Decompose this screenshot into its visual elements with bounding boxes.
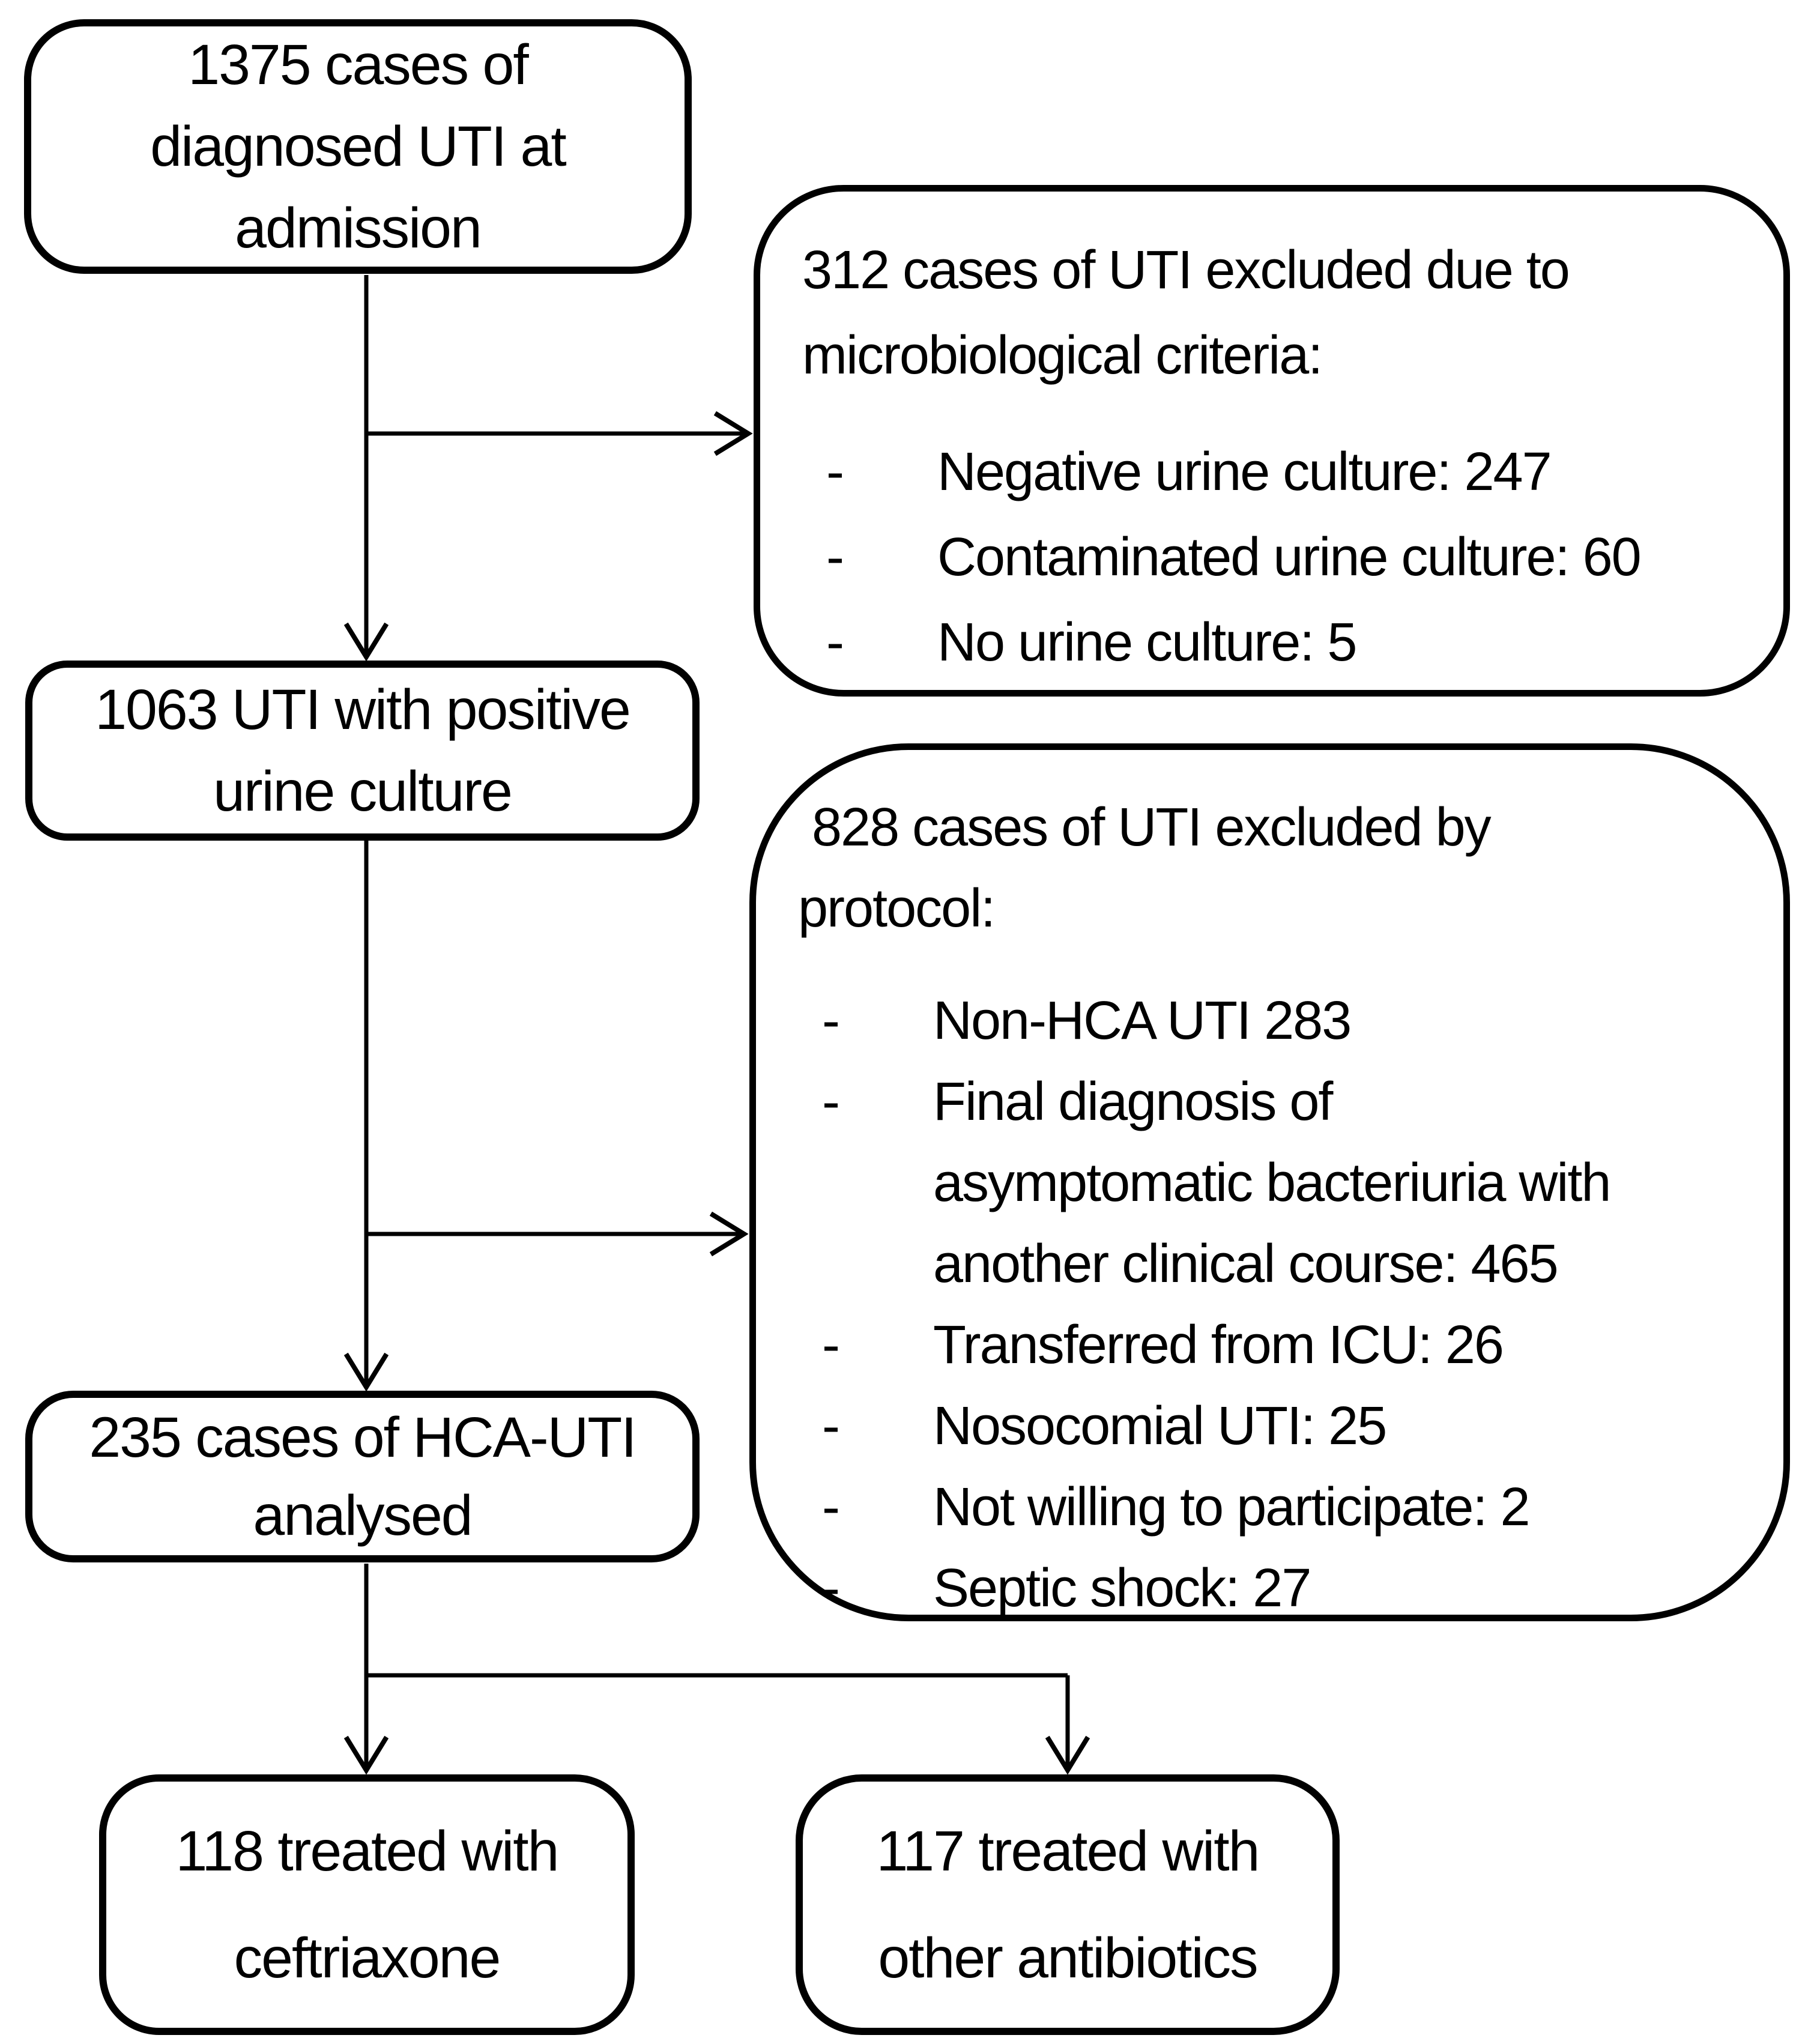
bullet-item: - Negative urine culture: 247 — [802, 429, 1759, 515]
bullet-dash: - — [822, 1072, 840, 1132]
bullet-dash: - — [826, 527, 844, 587]
bullet-item: - Nosocomial UTI: 25 — [798, 1386, 1759, 1467]
box-diagnosed-uti-admission: 1375 cases of diagnosed UTI at admission — [24, 19, 692, 274]
bullet-dash: - — [822, 1396, 840, 1456]
box-text-line: analysed — [253, 1484, 473, 1547]
bullet-text: No urine culture: 5 — [937, 612, 1357, 673]
bullet-dash: - — [822, 1315, 840, 1375]
bullet-text: Non-HCA UTI 283 — [933, 991, 1352, 1051]
bullet-item: - Contaminated urine culture: 60 — [802, 515, 1759, 600]
box-text-line: urine culture — [213, 760, 513, 823]
bullet-list: - Non-HCA UTI 283 - Final diagnosis of a… — [798, 981, 1759, 1629]
bullet-dash: - — [822, 1558, 840, 1618]
bullet-text: Not willing to participate: 2 — [933, 1477, 1531, 1537]
bullet-item: - Not willing to participate: 2 — [798, 1467, 1759, 1548]
bullet-text: Transferred from ICU: 26 — [933, 1315, 1504, 1375]
box-excluded-by-protocol: 828 cases of UTI excluded by protocol: -… — [749, 743, 1790, 1621]
bullet-item: - Transferred from ICU: 26 — [798, 1305, 1759, 1386]
bullet-dash: - — [826, 442, 844, 502]
exclusion-heading-line: protocol: — [798, 878, 996, 939]
exclusion-heading-line: 312 cases of UTI excluded due to — [802, 240, 1570, 300]
box-text-line: 1063 UTI with positive — [95, 678, 631, 742]
bullet-text: Septic shock: 27 — [933, 1558, 1311, 1618]
bullet-dash: - — [826, 612, 844, 673]
box-text-line: diagnosed UTI at — [150, 115, 566, 178]
bullet-item: - No urine culture: 5 — [802, 600, 1759, 685]
box-positive-urine-culture: 1063 UTI with positive urine culture — [25, 661, 700, 841]
box-excluded-microbiological: 312 cases of UTI excluded due to microbi… — [754, 185, 1790, 697]
box-text-line: ceftriaxone — [234, 1926, 501, 1990]
box-text-line: 1375 cases of — [188, 33, 529, 97]
bullet-dash: - — [822, 991, 840, 1051]
bullet-dash: - — [822, 1477, 840, 1537]
box-text-line: admission — [235, 196, 482, 260]
exclusion-heading-line: 828 cases of UTI excluded by — [798, 797, 1492, 857]
box-text-line: other antibiotics — [878, 1926, 1258, 1990]
bullet-item: - Non-HCA UTI 283 — [798, 981, 1759, 1062]
bullet-text: Final diagnosis of asymptomatic bacteriu… — [933, 1072, 1611, 1294]
exclusion-heading-line: microbiological criteria: — [802, 325, 1323, 386]
box-text-line: 235 cases of HCA-UTI — [89, 1406, 636, 1469]
bullet-list: - Negative urine culture: 247 - Contamin… — [802, 429, 1759, 685]
bullet-item: - Septic shock: 27 — [798, 1548, 1759, 1629]
box-text-line: 118 treated with — [175, 1819, 560, 1883]
box-text-line: 117 treated with — [876, 1819, 1260, 1883]
box-hca-uti-analysed: 235 cases of HCA-UTI analysed — [25, 1391, 700, 1562]
bullet-text: Contaminated urine culture: 60 — [937, 527, 1642, 587]
box-treated-ceftriaxone: 118 treated with ceftriaxone — [99, 1774, 635, 2035]
bullet-item: - Final diagnosis of asymptomatic bacter… — [798, 1062, 1759, 1305]
bullet-text: Negative urine culture: 247 — [937, 442, 1552, 502]
bullet-text: Nosocomial UTI: 25 — [933, 1396, 1387, 1456]
box-treated-other-antibiotics: 117 treated with other antibiotics — [796, 1774, 1340, 2035]
